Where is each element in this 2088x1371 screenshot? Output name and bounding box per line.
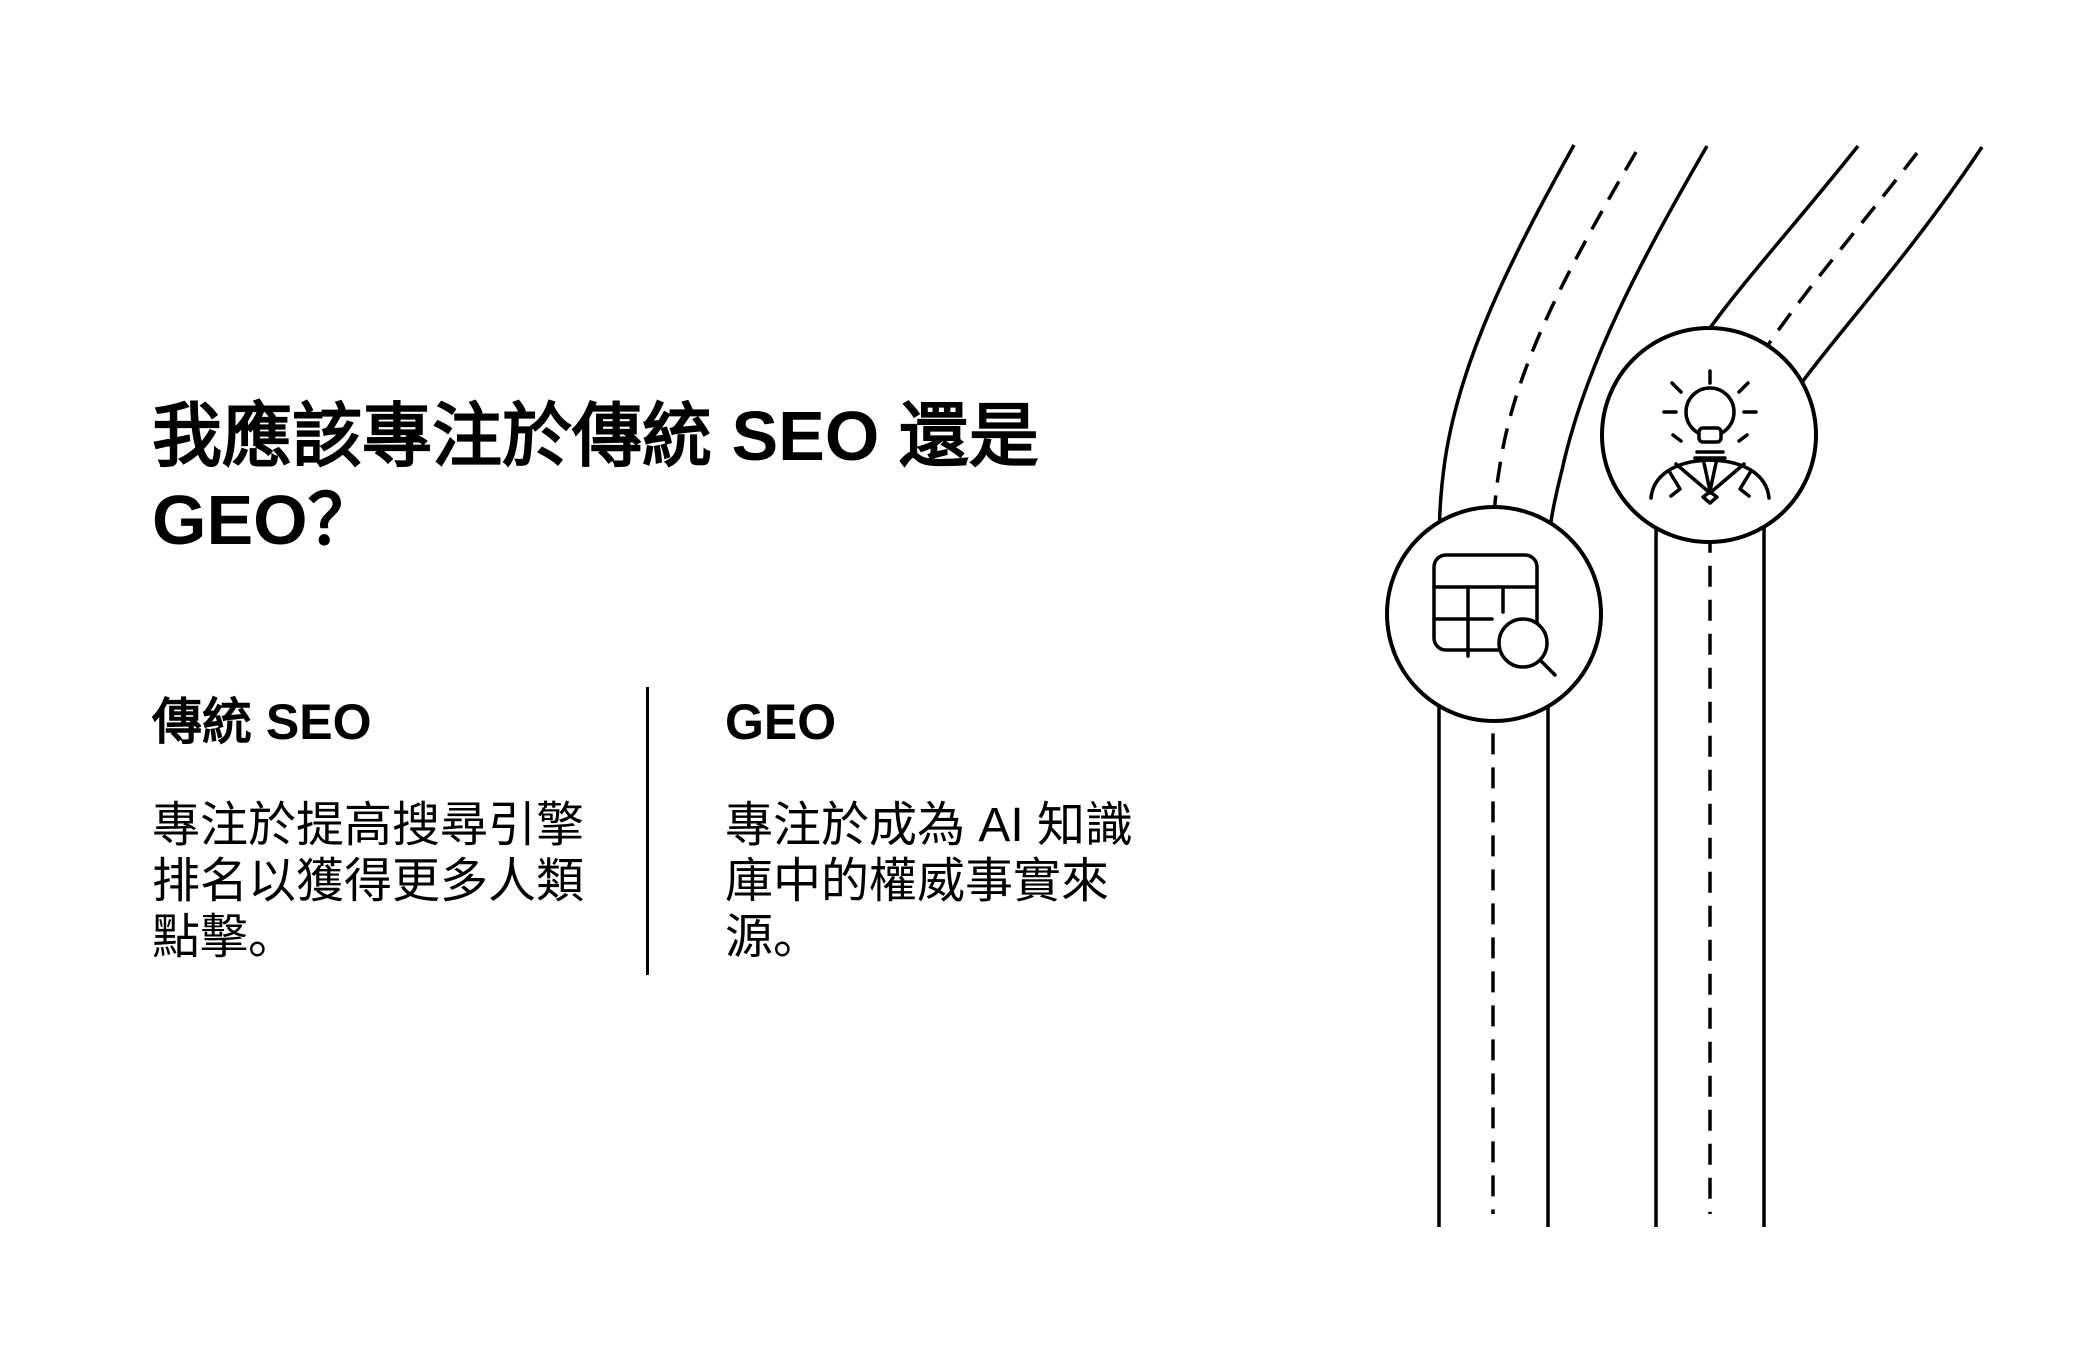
table-search-icon	[1432, 553, 1557, 677]
comparison-right-column: GEO 專注於成為 AI 知識庫中的權威事實來源。	[725, 692, 1143, 966]
page-title: 我應該專注於傳統 SEO 還是 GEO？	[152, 397, 1039, 559]
magnifier-icon	[1497, 617, 1557, 677]
idea-person-circle	[1600, 326, 1818, 544]
column-divider	[646, 687, 649, 975]
lightbulb-icon	[1662, 369, 1758, 460]
table-search-circle	[1385, 505, 1603, 723]
person-icon	[1649, 458, 1771, 505]
right-road	[1654, 144, 1984, 1227]
left-road-center-dashed-line	[1491, 151, 1638, 1214]
comparison-left-description: 專注於提高搜尋引擎排名以獲得更多人類點擊。	[152, 799, 585, 964]
right-road-center-dashed-line	[1708, 151, 1919, 1214]
comparison-left-column: 傳統 SEO 專注於提高搜尋引擎排名以獲得更多人類點擊。	[152, 692, 592, 966]
comparison-left-title: 傳統 SEO	[152, 694, 372, 750]
left-road	[1437, 144, 1709, 1227]
comparison-right-description: 專注於成為 AI 知識庫中的權威事實來源。	[725, 799, 1134, 964]
comparison-right-title: GEO	[725, 694, 837, 750]
